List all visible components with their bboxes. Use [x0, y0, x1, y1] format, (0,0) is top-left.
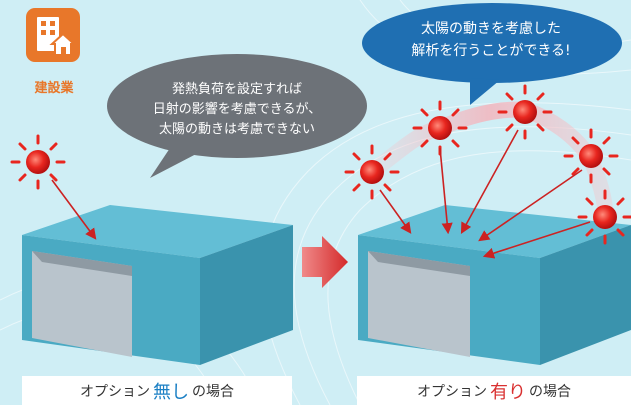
sun-path-trail	[364, 101, 614, 226]
caption-prefix: オプション	[417, 383, 487, 400]
caption-prefix: オプション	[80, 383, 150, 400]
sun-icon	[344, 144, 400, 200]
caption-highlight: 有り	[490, 381, 526, 403]
industry-label: 建設業	[34, 81, 74, 96]
box-top	[22, 205, 293, 258]
box-opening	[32, 251, 132, 357]
bubble-left-line: 発熱負荷を設定すれば	[171, 82, 302, 97]
building-box-left	[22, 205, 293, 365]
caption-suffix: の場合	[192, 383, 234, 400]
sun-icon	[10, 134, 66, 190]
sun-ray-arrow	[51, 179, 97, 240]
caption-suffix: の場合	[529, 383, 571, 400]
bubble-left-line: 日射の影響を考慮できるが、	[152, 102, 322, 117]
bubble-right-line: 太陽の動きを考慮した	[421, 21, 561, 37]
box-side	[540, 225, 631, 365]
building-box-right	[358, 205, 631, 365]
box-side	[200, 225, 293, 365]
sun-ray-arrows	[379, 129, 591, 259]
bubble-right-text: 太陽の動きを考慮した 解析を行うことができる!	[366, 18, 616, 62]
industry-badge	[26, 8, 80, 62]
speech-bubble-gray	[107, 54, 367, 178]
sun-icon	[577, 189, 631, 245]
bubble-left-text: 発熱負荷を設定すれば 日射の影響を考慮できるが、 太陽の動きは考慮できない	[112, 80, 362, 140]
box-top	[358, 205, 631, 258]
building-house-icon	[37, 17, 77, 56]
caption-without-option: オプション 無し の場合	[22, 376, 292, 405]
bubble-right-line: 解析を行うことができる!	[411, 43, 571, 59]
box-opening	[368, 251, 470, 357]
speech-bubble-blue	[362, 3, 622, 105]
bubble-left-line: 太陽の動きは考慮できない	[158, 122, 315, 137]
sun-icon	[497, 84, 553, 140]
sun-icon	[412, 100, 468, 156]
transition-arrow-icon	[302, 236, 348, 288]
caption-highlight: 無し	[153, 381, 189, 403]
caption-with-option: オプション 有り の場合	[357, 376, 631, 405]
sun-icon	[563, 128, 619, 184]
